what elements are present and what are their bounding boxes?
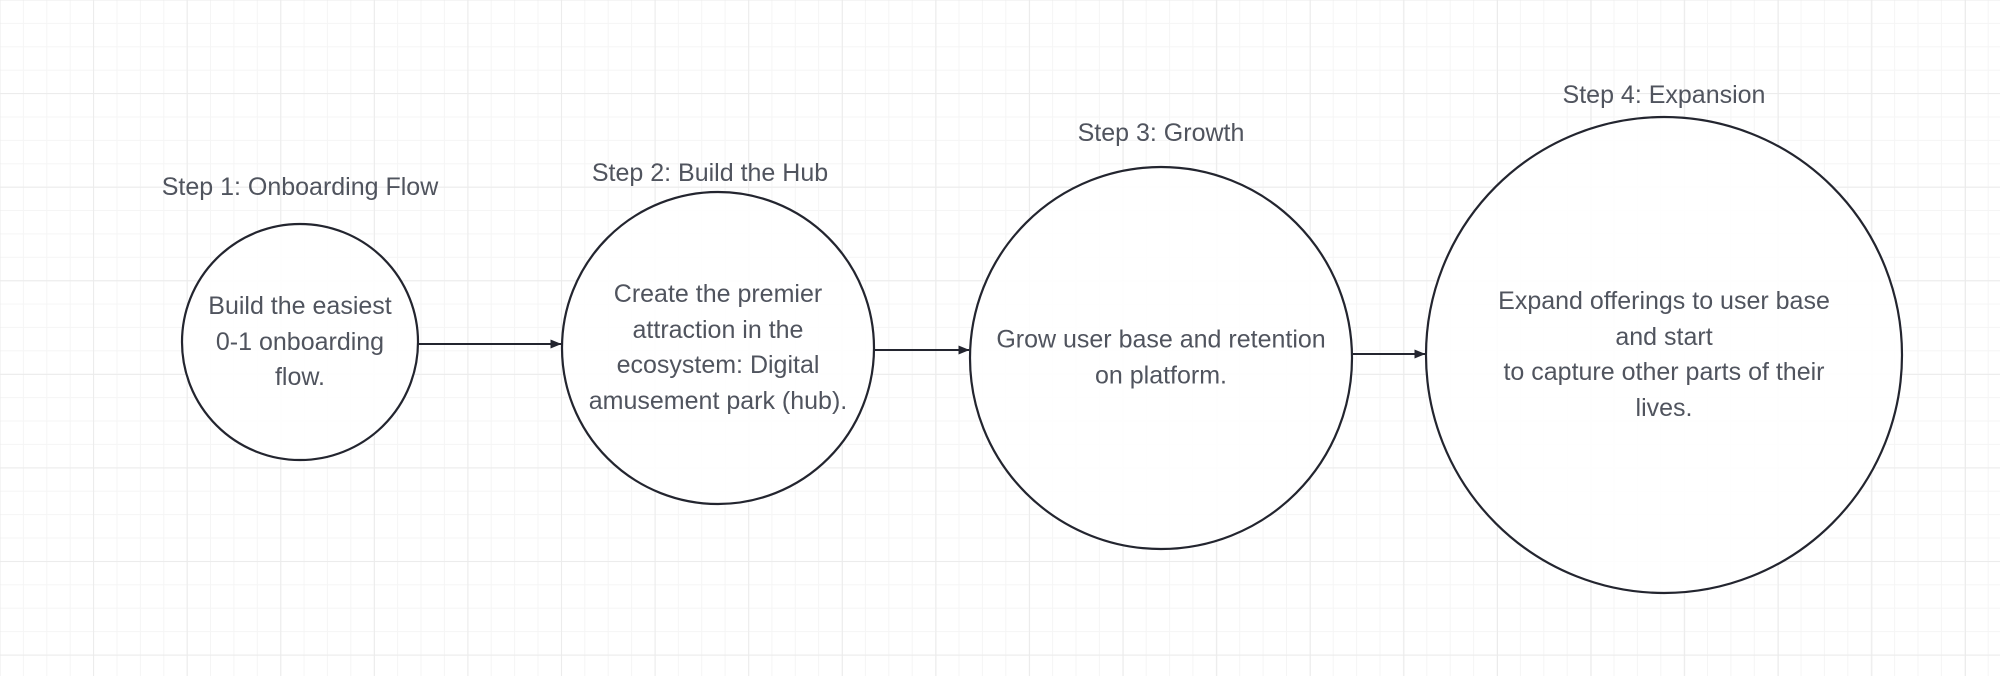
node-body-line: to capture other parts of their lives. <box>1503 358 1825 422</box>
node-body-step4: Expand offerings to user base and start t… <box>1496 284 1832 426</box>
node-body-line: attraction in the <box>632 315 804 344</box>
node-body-line: Create the premier <box>613 280 823 308</box>
node-body-line: flow. <box>274 362 326 391</box>
node-circle-step3[interactable] <box>968 165 1354 551</box>
node-body-line: ecosystem: Digital <box>616 351 820 379</box>
node-title-step1: Step 1: Onboarding Flow <box>161 173 439 201</box>
edges-layer <box>419 339 1426 359</box>
node-title-step2: Step 2: Build the Hub <box>591 159 829 187</box>
node-body-line: 0-1 onboarding <box>215 327 385 356</box>
node-title-step3: Step 3: Growth <box>1077 119 1245 147</box>
node-body-line: Grow user base and retention <box>996 325 1326 354</box>
node-body-line: on platform. <box>1094 361 1228 389</box>
nodes-layer <box>180 115 1904 595</box>
node-body-step1: Build the easiest 0-1 onboarding flow. <box>208 289 391 396</box>
node-body-step3: Grow user base and retention on platform. <box>996 323 1325 394</box>
node-title-step4: Step 4: Expansion <box>1562 81 1766 109</box>
node-body-line: Expand offerings to user base and start <box>1498 287 1830 351</box>
node-circle-step4[interactable] <box>1424 115 1904 595</box>
node-body-step2: Create the premier attraction in the ecosy… <box>589 277 847 419</box>
node-circle-step2[interactable] <box>560 190 876 506</box>
node-body-line: Build the easiest <box>208 291 392 320</box>
node-circle-step1[interactable] <box>180 222 420 462</box>
node-body-line: amusement park (hub). <box>588 386 848 415</box>
